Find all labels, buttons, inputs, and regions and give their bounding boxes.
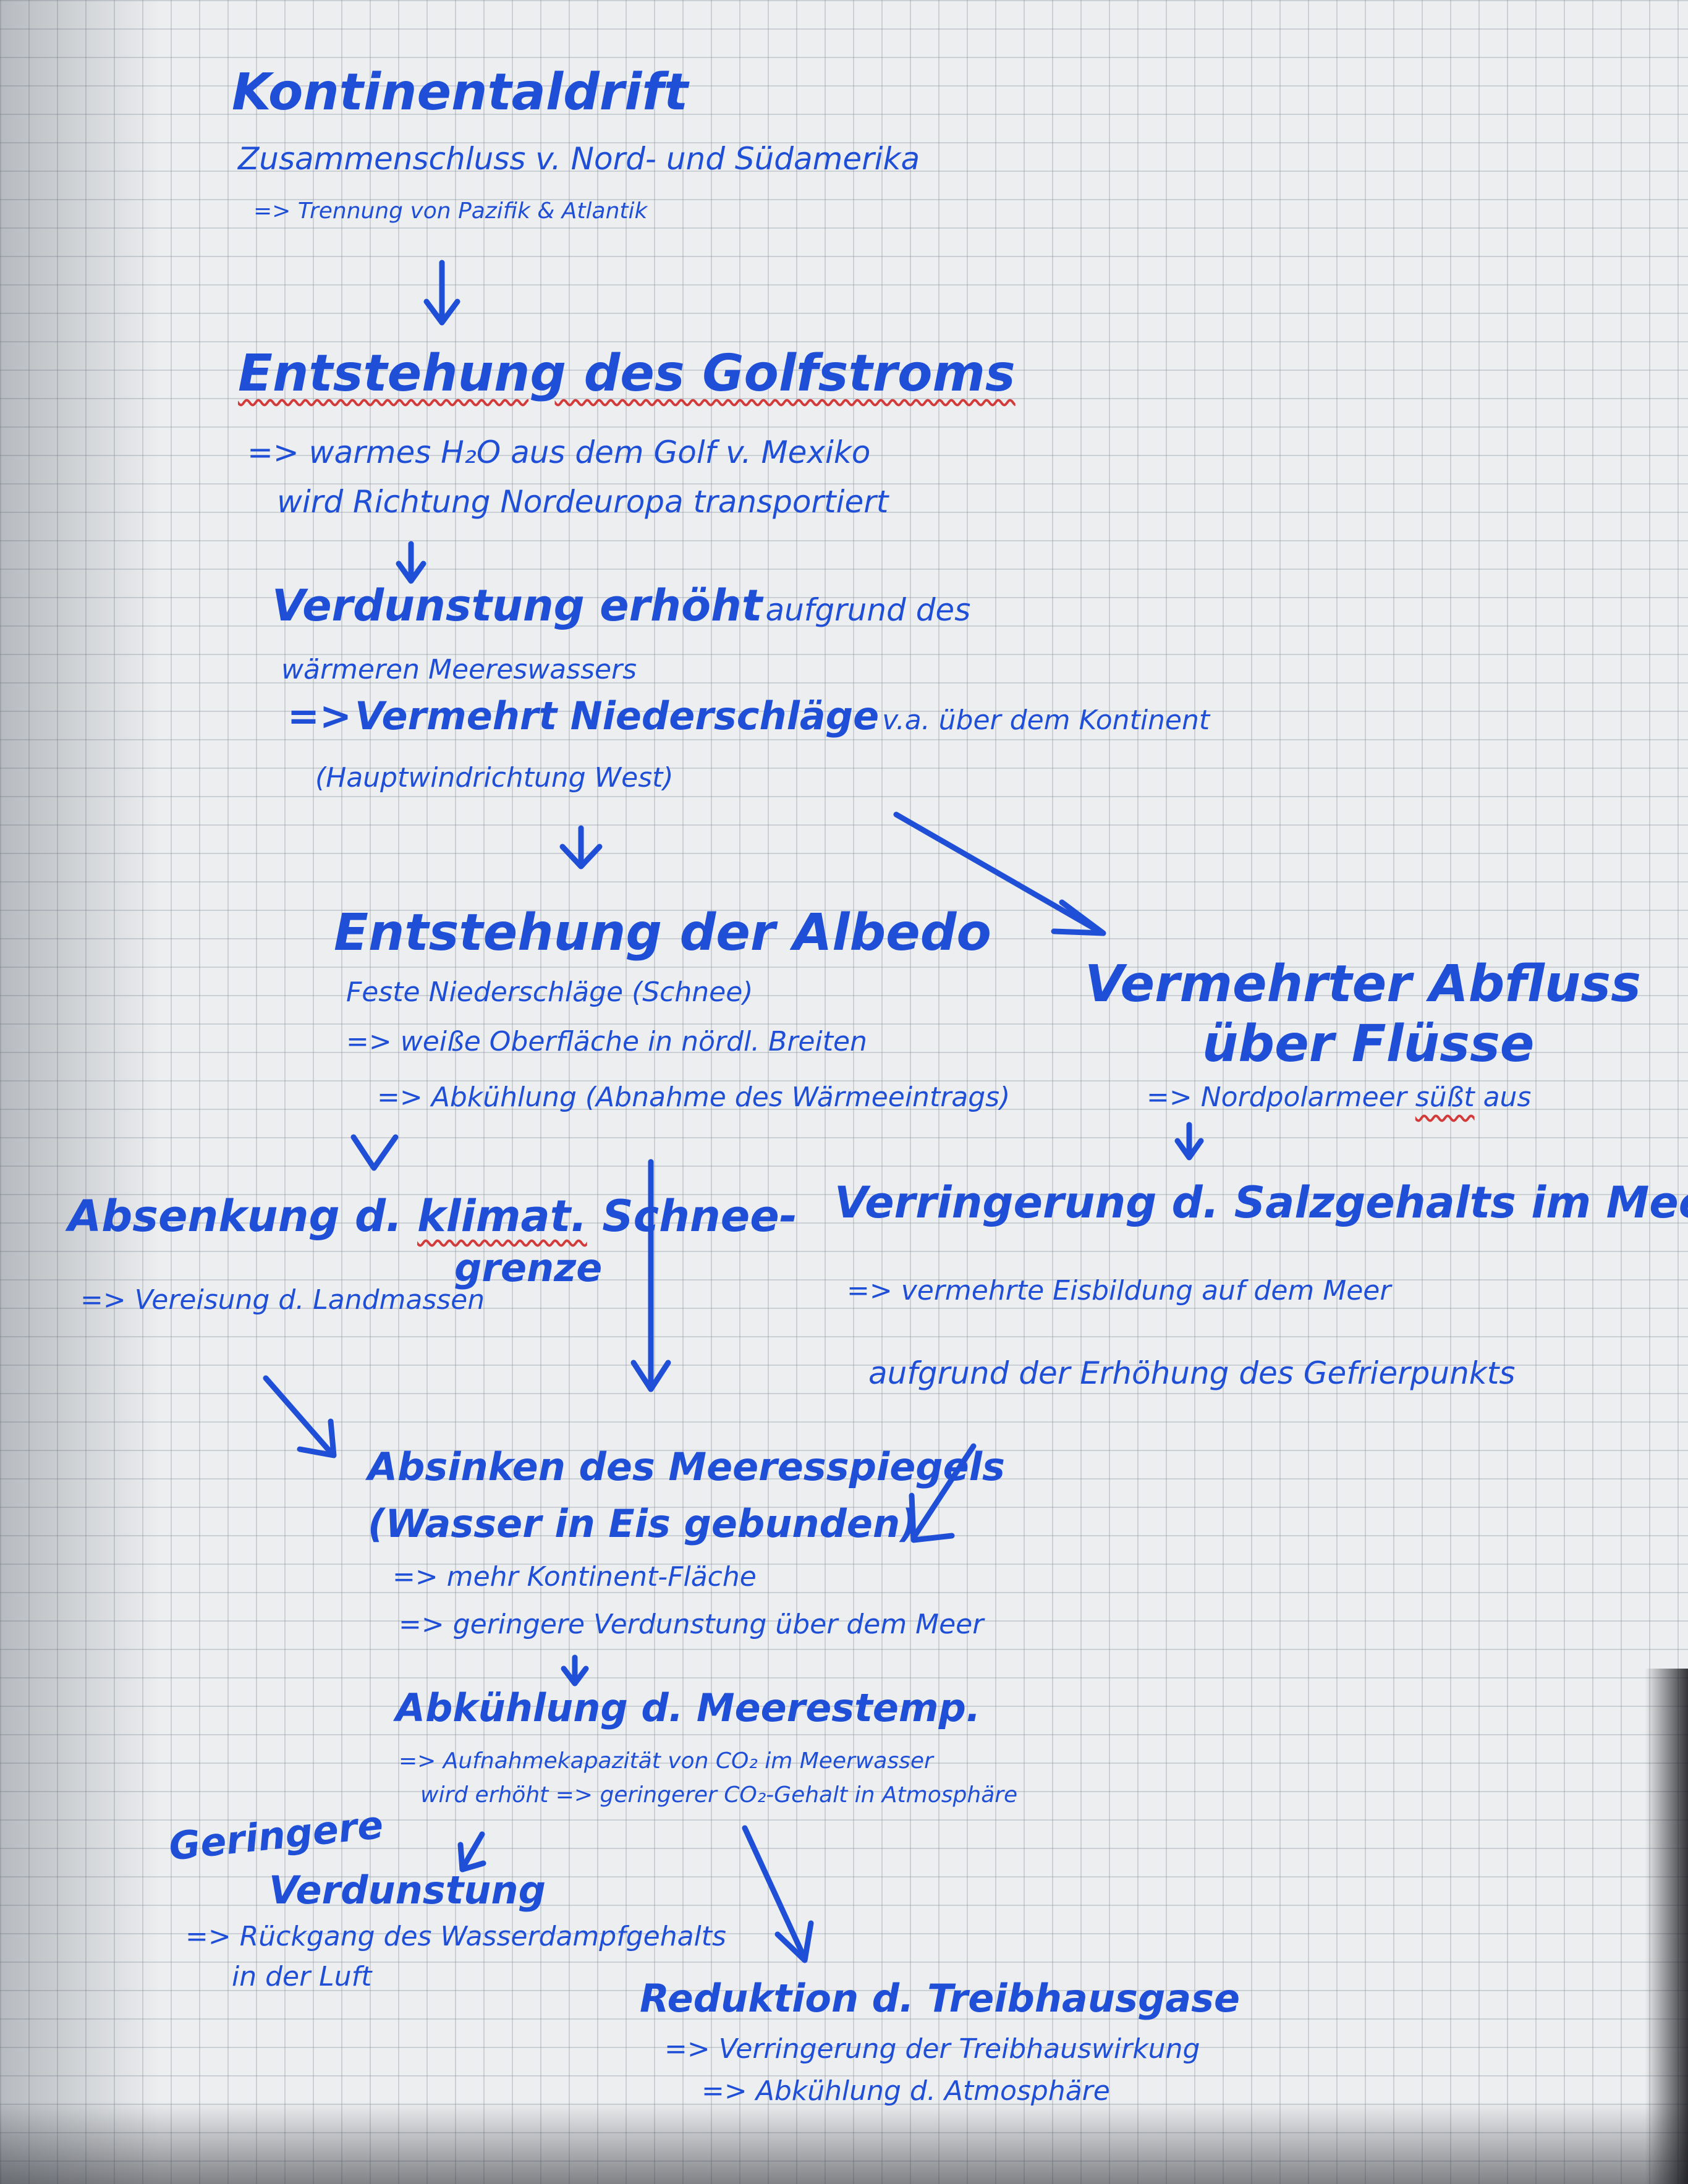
albedo-line-2: => weiße Oberfläche in nördl. Breiten — [346, 1026, 867, 1057]
golfstrom-line-2: wird Richtung Nordeuropa transportiert — [277, 484, 889, 520]
salzgehalt-line-2: aufgrund der Erhöhung des Gefrierpunkts — [868, 1355, 1516, 1391]
treibhausgase-title: Reduktion d. Treibhausgase — [640, 1976, 1241, 2021]
schneegrenze-title: Absenkung d. klimat. Schnee- — [68, 1193, 797, 1240]
salzgehalt-line-1: => vermehrte Eisbildung auf dem Meer — [847, 1275, 1391, 1306]
geringere-verdunstung-title-2: Verdunstung — [269, 1868, 546, 1913]
schneegrenze-title-word: klimat. — [417, 1191, 587, 1242]
kontinentaldrift-title: Kontinentaldrift — [232, 63, 689, 122]
abfluss-line-1-word: süßt — [1415, 1081, 1475, 1113]
arrow-meerestemp-to-geringere-verdunstung — [457, 1831, 486, 1873]
verdunstung-title-line: Verdunstung erhöht aufgrund des — [272, 582, 970, 630]
kontinentaldrift-line-2: => Trennung von Pazifik & Atlantik — [253, 198, 648, 224]
salzgehalt-title: Verringerung d. Salzgehalts im Meer — [834, 1177, 1688, 1228]
verdunstung-line-2: => Vermehrt Niederschläge v.a. über dem … — [287, 695, 1210, 737]
golfstrom-title: Entstehung des Golfstroms — [238, 344, 1016, 403]
arrow-meerestemp-to-treibhausgase — [742, 1825, 814, 1963]
verdunstung-line-2-rest: v.a. über dem Kontinent — [882, 705, 1210, 736]
albedo-title: Entstehung der Albedo — [334, 904, 991, 962]
treibhausgase-line-2: => Abkühlung d. Atmosphäre — [702, 2075, 1110, 2107]
verdunstung-line-3: (Hauptwindrichtung West) — [315, 762, 674, 794]
golfstrom-line-1: => warmes H₂O aus dem Golf v. Mexiko — [247, 434, 871, 470]
arrow-verdunstung-to-albedo — [559, 825, 603, 870]
meeresspiegel-subtitle: (Wasser in Eis gebunden) — [368, 1501, 918, 1546]
geringere-verdunstung-line-2: in der Luft — [232, 1961, 372, 1992]
verdunstung-line-1: wärmeren Meereswassers — [281, 654, 637, 685]
arrow-albedo-to-meeresspiegel — [630, 1159, 671, 1392]
albedo-line-1: Feste Niederschläge (Schnee) — [346, 976, 753, 1008]
abfluss-line-1-prefix: => Nordpolarmeer — [1147, 1081, 1407, 1113]
verdunstung-title: Verdunstung erhöht — [272, 580, 763, 631]
arrow-abfluss-to-salzgehalt — [1174, 1122, 1204, 1161]
geringere-verdunstung-line-1: => Rückgang des Wasserdampfgehalts — [185, 1921, 726, 1952]
meerestemp-title: Abkühlung d. Meerestemp. — [396, 1685, 981, 1730]
arrow-schneegrenze-to-meeresspiegel — [263, 1375, 337, 1458]
treibhausgase-line-1: => Verringerung der Treibhauswirkung — [664, 2033, 1200, 2065]
schneegrenze-title-cont: grenze — [454, 1245, 603, 1290]
arrow-meeresspiegel-to-meerestemp — [561, 1654, 589, 1687]
meeresspiegel-title: Absinken des Meeresspiegels — [368, 1444, 1005, 1489]
arrow-kontinentaldrift-to-golfstrom — [423, 260, 460, 326]
abfluss-line-1-suffix: aus — [1483, 1081, 1532, 1113]
arrow-golfstrom-to-verdunstung — [396, 541, 426, 584]
meeresspiegel-line-2: => geringere Verdunstung über dem Meer — [399, 1609, 984, 1640]
abfluss-title-1: Vermehrter Abfluss — [1085, 955, 1641, 1014]
schneegrenze-title-suffix: Schnee- — [602, 1191, 797, 1242]
abfluss-title-2: über Flüsse — [1202, 1015, 1535, 1073]
verdunstung-title-rest: aufgrund des — [765, 592, 971, 628]
kontinentaldrift-line-1: Zusammenschluss v. Nord- und Südamerika — [238, 141, 920, 177]
meeresspiegel-line-1: => mehr Kontinent-Fläche — [392, 1561, 757, 1593]
meerestemp-line-2: wird erhöht => geringerer CO₂-Gehalt in … — [420, 1782, 1018, 1808]
meerestemp-line-1: => Aufnahmekapazität von CO₂ im Meerwass… — [399, 1748, 933, 1774]
schneegrenze-title-prefix: Absenkung d. — [68, 1191, 402, 1242]
niederschlaege-label: Vermehrt Niederschläge — [355, 693, 880, 739]
schneegrenze-line-1: => Vereisung d. Landmassen — [80, 1284, 485, 1316]
arrow-albedo-to-schneegrenze — [350, 1134, 399, 1171]
verdunstung-line-2-prefix: => — [287, 693, 352, 739]
abfluss-line-1: => Nordpolarmeer süßt aus — [1147, 1081, 1532, 1113]
arrow-salzgehalt-to-meeresspiegel — [909, 1443, 977, 1543]
albedo-line-3: => Abkühlung (Abnahme des Wärmeeintrags) — [377, 1081, 1011, 1113]
arrow-verdunstung-to-abfluss — [893, 811, 1106, 936]
